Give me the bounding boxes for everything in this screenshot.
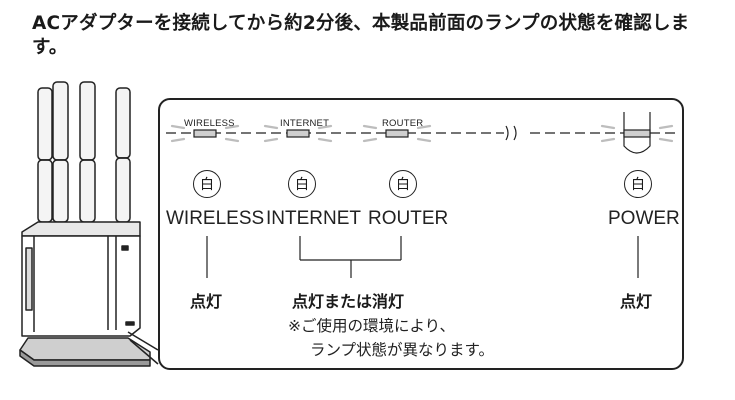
internet-router-state: 点灯または消灯	[292, 292, 405, 311]
power-lamp-name: POWER	[608, 208, 680, 229]
wireless-color-badge: 白	[193, 170, 221, 198]
wireless-strip-label: WIRELESS	[184, 118, 235, 129]
note-line-1: ※ご使用の環境により、	[288, 317, 456, 335]
wireless-lamp-name: WIRELESS	[166, 208, 265, 229]
router-lamp-name: ROUTER	[368, 208, 449, 229]
power-state: 点灯	[620, 292, 653, 311]
router-strip-label: ROUTER	[382, 118, 424, 129]
internet-lamp-name: INTERNET	[266, 208, 361, 229]
power-color-badge: 白	[624, 170, 652, 198]
internet-color-badge: 白	[288, 170, 316, 198]
lamp-strip	[166, 112, 678, 278]
note-line-2: ランプ状態が異なります。	[310, 341, 494, 359]
router-color-badge: 白	[389, 170, 417, 198]
lamp-status-panel: WIRELESS INTERNET ROUTER 白 白 白 白 WIRELES…	[158, 98, 684, 370]
wireless-state: 点灯	[190, 292, 223, 311]
instruction-heading: ACアダプターを接続してから約2分後、本製品前面のランプの状態を確認します。	[32, 13, 690, 58]
internet-strip-label: INTERNET	[280, 118, 330, 129]
